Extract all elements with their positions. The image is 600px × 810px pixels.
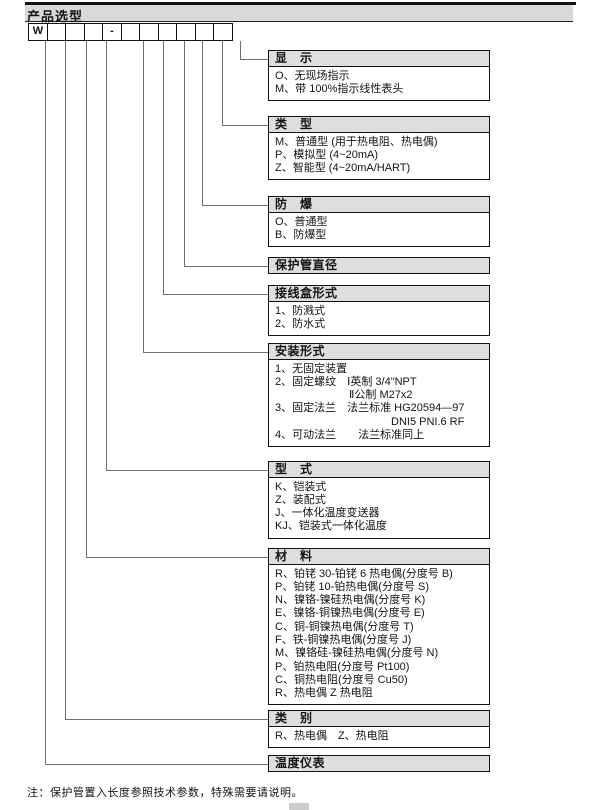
connector-vertical-junction-box-form: [163, 40, 165, 294]
option-item: Z、智能型 (4~20mA/HART): [275, 162, 411, 175]
title-band: 产品选型: [25, 5, 573, 24]
model-code-cell-dash: -: [102, 23, 122, 41]
block-body-type: M、普通型 (用于热电阻、热电偶)P、模拟型 (4~20mA)Z、智能型 (4~…: [268, 131, 490, 181]
model-code-cell-2: [46, 23, 67, 41]
option-item: R、铂铑 30-铂铑 6 热电偶(分度号 B): [275, 567, 453, 580]
connector-vertical-temperature-instrument: [45, 40, 47, 764]
block-title-display: 显 示: [268, 50, 490, 67]
model-code-cell-9: [176, 23, 196, 41]
option-item: E、镍铬-铜镍热电偶(分度号 E): [275, 607, 425, 620]
model-code-cell-6: [120, 23, 141, 41]
option-item: Ⅱ公制 M27x2: [349, 389, 413, 402]
connector-horizontal-temperature-instrument: [45, 763, 268, 765]
block-title-temperature-instrument: 温度仪表: [268, 755, 490, 772]
option-item: KJ、铠装式一体化温度: [275, 520, 387, 533]
model-code-cell-11: [213, 23, 233, 41]
footer-mark: [289, 803, 309, 810]
option-item: 1、无固定装置: [275, 362, 348, 375]
option-item: 2、防水式: [275, 317, 326, 330]
block-title-mounting-form: 安装形式: [268, 343, 490, 360]
block-title-type: 类 型: [268, 116, 490, 133]
option-item: C、铜-铜镍热电偶(分度号 T): [275, 620, 414, 633]
model-code-cell-8: [157, 23, 178, 41]
connector-vertical-explosion-proof: [202, 40, 204, 205]
page-title: 产品选型: [27, 9, 84, 24]
model-code-cell-7: [139, 23, 159, 41]
model-code-cell-10: [194, 23, 215, 41]
option-item: P、铂热电阻(分度号 Pt100): [275, 660, 410, 673]
connector-horizontal-type: [221, 124, 268, 126]
connector-horizontal-protection-tube-diameter: [184, 265, 268, 267]
connector-horizontal-display: [240, 58, 268, 60]
option-item: M、带 100%指示线性表头: [275, 82, 404, 95]
connector-vertical-style: [106, 40, 108, 470]
option-item: J、一体化温度变送器: [275, 507, 380, 520]
option-item: 3、固定法兰 法兰标准 HG20594—97: [275, 402, 465, 415]
connector-horizontal-style: [106, 469, 268, 471]
option-block-temperature-instrument: 温度仪表: [268, 755, 490, 772]
option-item: P、铂铑 10-铂热电偶(分度号 S): [275, 580, 430, 593]
block-body-material: R、铂铑 30-铂铑 6 热电偶(分度号 B)P、铂铑 10-铂热电偶(分度号 …: [268, 563, 490, 706]
model-code-cell-4: [83, 23, 104, 41]
option-item: O、无现场指示: [275, 69, 350, 82]
connector-horizontal-category: [65, 718, 268, 720]
connector-vertical-display: [240, 40, 242, 59]
option-item: C、铜热电阻(分度号 Cu50): [275, 673, 408, 686]
model-code-cell-1: W: [28, 23, 48, 41]
block-body-category: R、热电偶 Z、热电阻: [268, 725, 490, 748]
block-title-material: 材 料: [268, 548, 490, 565]
connector-vertical-type: [221, 40, 223, 125]
footnote: 注：保护管置入长度参照技术参数，特殊需要请说明。: [27, 787, 303, 799]
option-item: M、镍铬硅-镍硅热电偶(分度号 N): [275, 647, 439, 660]
connector-horizontal-material: [86, 556, 268, 558]
block-title-style: 型 式: [268, 461, 490, 478]
option-block-protection-tube-diameter: 保护管直径: [268, 257, 490, 274]
connector-horizontal-junction-box-form: [163, 293, 268, 295]
option-item: B、防爆型: [275, 228, 327, 241]
option-item: P、模拟型 (4~20mA): [275, 148, 378, 161]
connector-horizontal-mounting-form: [143, 351, 268, 353]
option-item: 1、防溅式: [275, 304, 326, 317]
connector-horizontal-explosion-proof: [202, 204, 268, 206]
top-rule: [25, 2, 576, 5]
model-code-cell-3: [65, 23, 85, 41]
option-item: R、热电偶 Z 热电阻: [275, 687, 373, 700]
block-title-category: 类 别: [268, 710, 490, 727]
connector-vertical-category: [65, 40, 67, 719]
block-title-protection-tube-diameter: 保护管直径: [268, 257, 490, 274]
block-title-explosion-proof: 防 爆: [268, 196, 490, 213]
option-item: O、普通型: [275, 215, 328, 228]
option-item: 4、可动法兰 法兰标准同上: [275, 428, 425, 441]
option-item: N、镍铬-镍硅热电偶(分度号 K): [275, 594, 426, 607]
option-block-category: 类 别 R、热电偶 Z、热电阻: [268, 710, 490, 748]
option-item: DNI5 PNI.6 RF: [391, 415, 465, 428]
option-item: F、铁-铜镍热电偶(分度号 J): [275, 633, 412, 646]
option-item: M、普通型 (用于热电阻、热电偶): [275, 135, 438, 148]
connector-vertical-protection-tube-diameter: [184, 40, 186, 266]
connector-vertical-material: [86, 40, 88, 557]
option-item: R、热电偶 Z、热电阻: [275, 729, 389, 742]
connector-vertical-mounting-form: [143, 40, 145, 352]
option-item: Z、装配式: [275, 493, 326, 506]
block-title-junction-box-form: 接线盒形式: [268, 285, 490, 302]
model-code-row: W -: [28, 23, 233, 41]
option-item: 2、固定螺纹 Ⅰ英制 3/4"NPT: [275, 375, 417, 388]
option-item: K、铠装式: [275, 480, 327, 493]
